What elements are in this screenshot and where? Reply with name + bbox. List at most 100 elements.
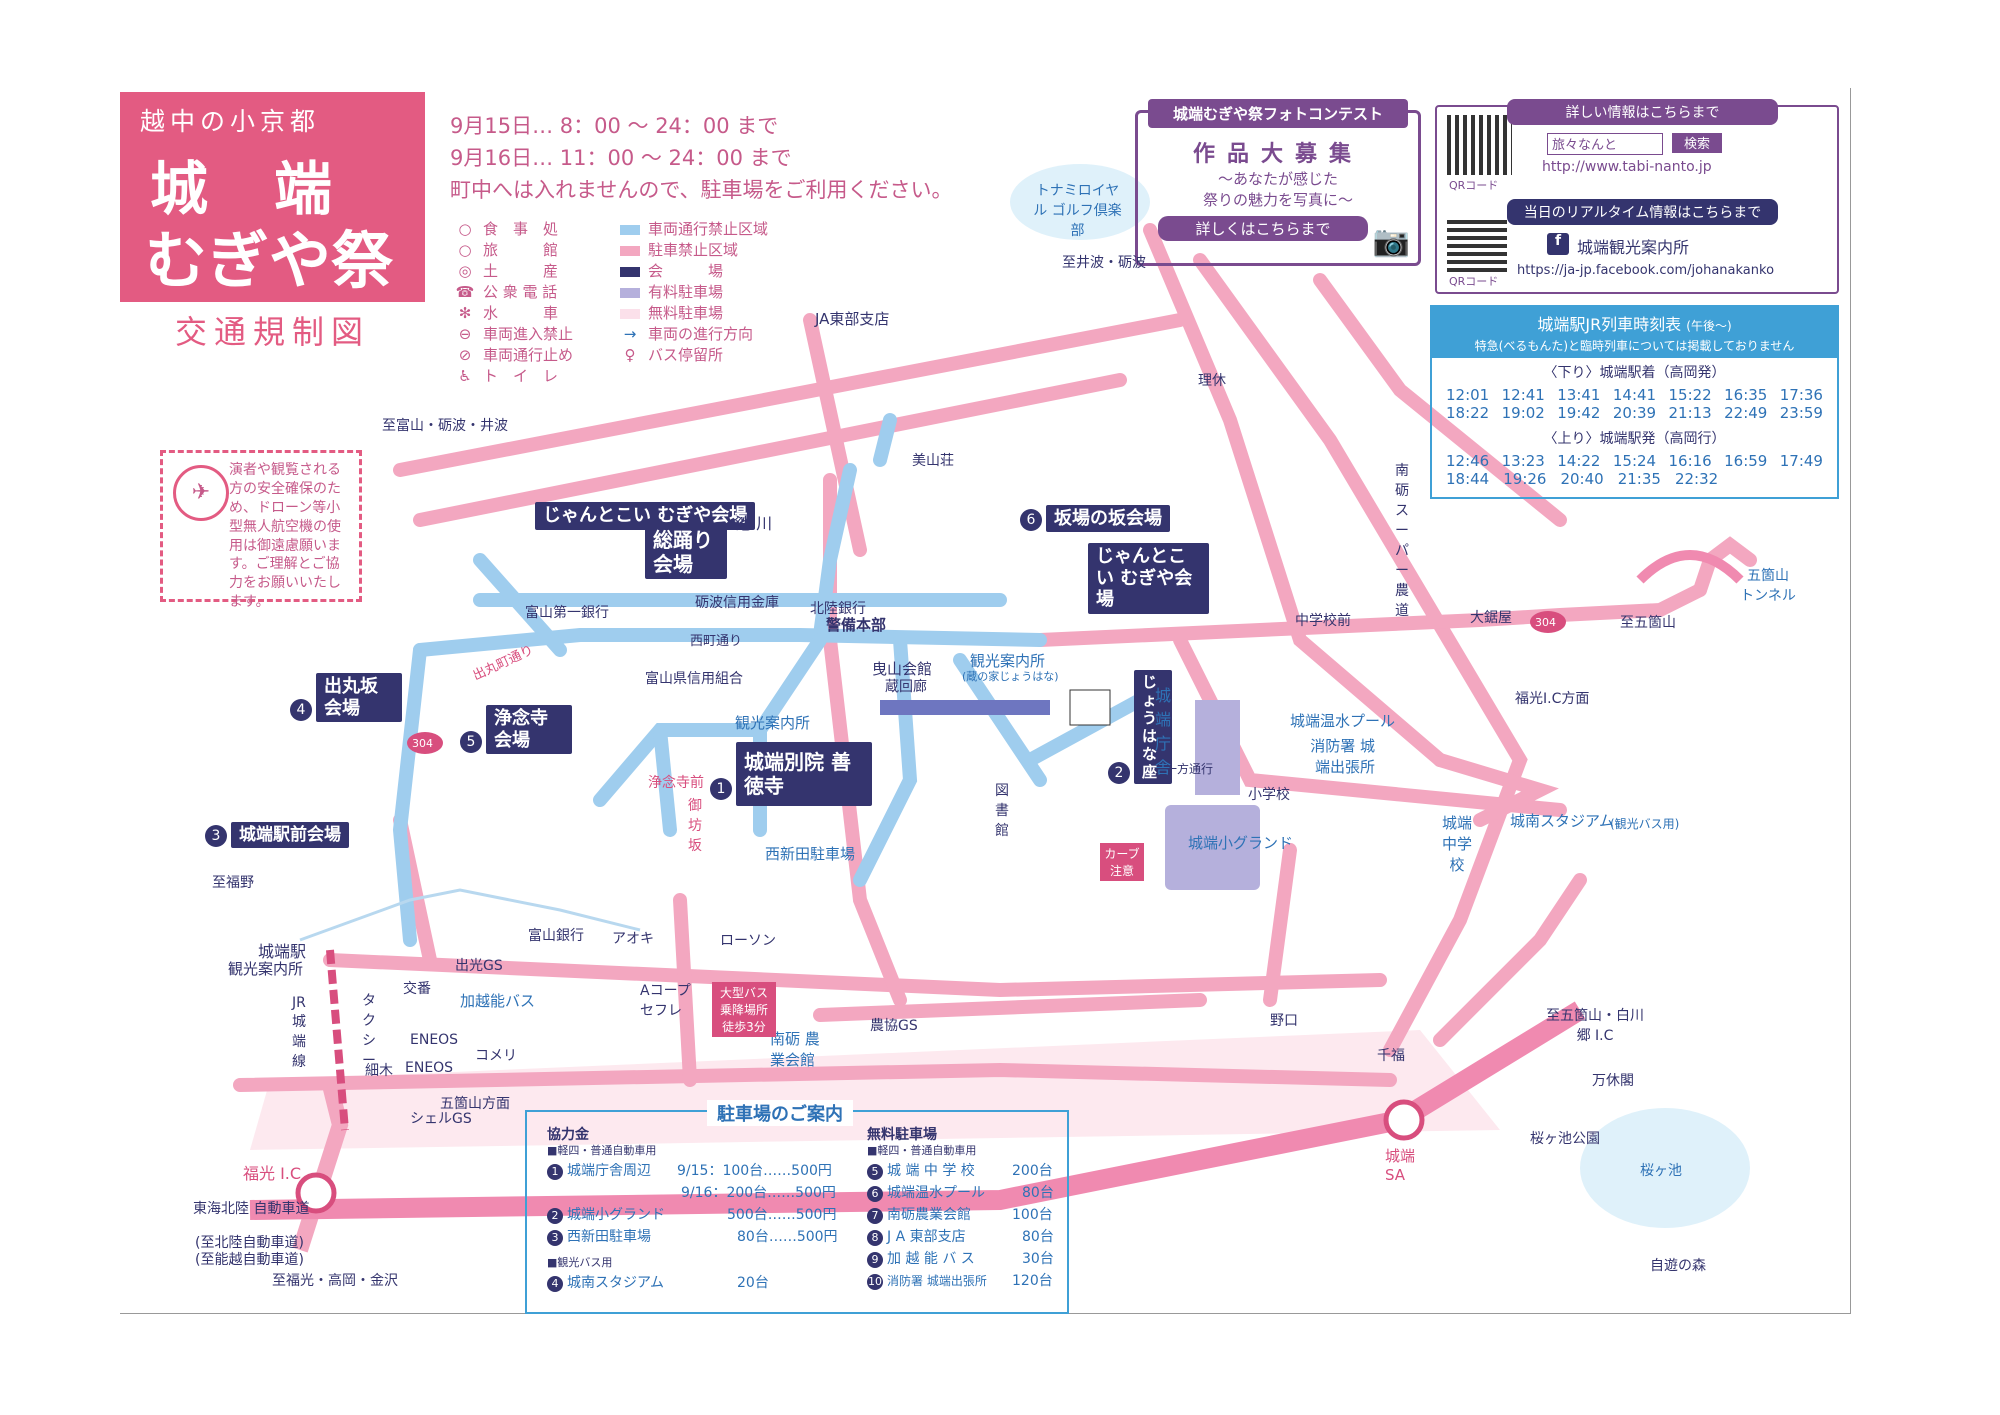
legend-no-parking: 駐車禁止区域 (620, 239, 738, 260)
venue-4: 4出丸坂 会場 (290, 673, 402, 723)
label-fukuno: 至福野 (212, 875, 254, 891)
label-ohkuraya: 大鋸屋 (1470, 610, 1512, 626)
fb-name: 城端観光案内所 (1577, 238, 1690, 257)
label-library: 図書館 (995, 783, 1009, 839)
paid-sub: ■軽四・普通自動車用 (547, 1144, 657, 1157)
label-hikiyama: 曳山会館 (872, 660, 933, 678)
area-lightpink (250, 1030, 1500, 1150)
legend-venue: 会 場 (620, 260, 723, 281)
legend-no-entry: ⊖車両進入禁止 (458, 325, 574, 343)
photo-contest: 城端むぎや祭フォトコンテスト 作品大募集 ～あなたが感じた 祭りの魅力を写真に～… (1135, 99, 1421, 266)
fb-url[interactable]: https://ja-jp.facebook.com/johanakanko (1517, 263, 1775, 278)
label-noetsu: (至能越自動車道) (195, 1252, 304, 1268)
drone-notice: ✈ 演者や観覧される方の安全確保のため、ドローン等小型無人航空機の使用は御遠慮願… (160, 450, 362, 610)
timetable-note: 特急(べるもんた)と臨時列車については掲載しておりません (1474, 339, 1795, 353)
label-hosoki: 細木 (365, 1063, 393, 1079)
label-jiyu: 自遊の森 (1650, 1258, 1706, 1274)
timetable-down-label: 〈下り〉城端駅着（高岡発） (1543, 365, 1726, 381)
label-daigata-bus: 大型バス 乗降場所 徒歩3分 (712, 982, 776, 1037)
label-tokai: 東海北陸 自動車道 (193, 1201, 310, 1217)
label-nanto-noukyo: 南砺 農業会館 (770, 1030, 820, 1069)
photo-catch2: 祭りの魅力を写真に～ (1202, 191, 1353, 209)
paid-row-1b: 9/16：200台……500円 (681, 1185, 836, 1201)
jr-line (326, 949, 349, 1131)
free-sub: ■軽四・普通自動車用 (867, 1144, 977, 1157)
label-sa: 城端 SA (1385, 1147, 1416, 1184)
legend-direction: →車両の進行方向 (623, 325, 754, 343)
label-johan-stadium-sub: (観光バス用) (1610, 817, 1680, 831)
title-sub2: 交通規制図 (120, 302, 425, 362)
train-time: 20:40 (1560, 470, 1604, 488)
photo-catch1: ～あなたが感じた (1217, 170, 1338, 188)
legend-food: ○食 事 処 (458, 220, 559, 238)
venue-soodori: 総踊り 会場 (645, 525, 727, 579)
label-eneos1: ENEOS (410, 1032, 459, 1048)
facebook-icon: f (1547, 233, 1569, 255)
qr-label-2: QRコード (1449, 275, 1499, 288)
label-nishishinden: 西新田駐車場 (765, 845, 856, 863)
label-kanazawa: 至福光・高岡・金沢 (272, 1273, 398, 1289)
timetable: 城端駅JR列車時刻表 (午後～) 特急(べるもんた)と臨時列車については掲載して… (1430, 305, 1839, 499)
label-jhs-mae: 中学校前 (1295, 613, 1351, 629)
train-time: 15:22 (1668, 386, 1712, 404)
label-eneos2: ENEOS (405, 1060, 454, 1076)
label-aoki: アオキ (612, 931, 654, 947)
paid-head: 協力金 (547, 1127, 589, 1143)
info-head1: 詳しい情報はこちらまで (1507, 99, 1778, 125)
photo-banner: 城端むぎや祭フォトコンテスト (1148, 99, 1408, 128)
label-senfuku: 千福 (1377, 1048, 1405, 1064)
label-kuraikai: 蔵回廊 (885, 679, 927, 695)
label-curve: カーブ 注意 (1100, 843, 1144, 881)
legend-no-vehicle: 車両通行禁止区域 (620, 218, 768, 239)
train-time: 16:59 (1724, 452, 1768, 470)
title-main2: むぎや祭 (145, 224, 394, 297)
legend-paid-parking: 有料駐車場 (620, 281, 723, 302)
label-toyama: 至富山・砺波・井波 (382, 418, 508, 434)
label-sakuragaike-pond: 桜ヶ池 (1640, 1163, 1682, 1179)
search-button[interactable]: 検索 (1672, 133, 1722, 153)
search-input[interactable]: 旅々なんと (1547, 133, 1663, 155)
qr-code-2[interactable] (1447, 217, 1507, 272)
train-time: 19:02 (1501, 404, 1545, 422)
label-gokayama-dir: 五箇山方面 (440, 1096, 510, 1112)
label-nokyo-gs: 農協GS (870, 1018, 918, 1034)
photo-boshu: 作品大募集 (1192, 142, 1363, 167)
date-note: 町中へは入れませんので、駐車場をご利用ください。 (450, 178, 953, 202)
label-sancho: 美山荘 (912, 453, 954, 469)
label-shogakko: 小学校 (1248, 787, 1290, 803)
label-fire: 消防署 城端出張所 (1310, 737, 1375, 776)
label-kanko2: 観光案内所 (735, 714, 811, 732)
label-shell: シェルGS (410, 1111, 472, 1127)
train-time: 22:32 (1674, 470, 1719, 488)
timetable-header: 城端駅JR列車時刻表 (午後～) 特急(べるもんた)と臨時列車については掲載して… (1432, 307, 1837, 358)
train-time: 14:22 (1557, 452, 1601, 470)
legend-bus-stop: ♀バス停留所 (624, 346, 724, 364)
no-drone-icon: ✈ (173, 465, 229, 521)
info-url[interactable]: http://www.tabi-nanto.jp (1542, 159, 1712, 175)
route304-badge-1 (407, 732, 443, 754)
train-time: 15:24 (1612, 452, 1657, 470)
label-kouban: 交番 (403, 981, 431, 997)
train-time: 12:46 (1446, 452, 1490, 470)
train-time: 23:59 (1779, 404, 1823, 422)
highway (249, 1001, 1586, 1220)
label-komeri: コメリ (475, 1048, 517, 1064)
photo-more-link[interactable]: 詳しくはこちらまで (1158, 216, 1368, 241)
label-noguchi: 野口 (1270, 1013, 1298, 1029)
legend-free-parking: 無料駐車場 (620, 302, 723, 323)
cityhall-parking-area (1195, 700, 1240, 795)
timetable-title: 城端駅JR列車時刻表 (1537, 315, 1682, 334)
qr-code-1[interactable] (1447, 115, 1512, 175)
